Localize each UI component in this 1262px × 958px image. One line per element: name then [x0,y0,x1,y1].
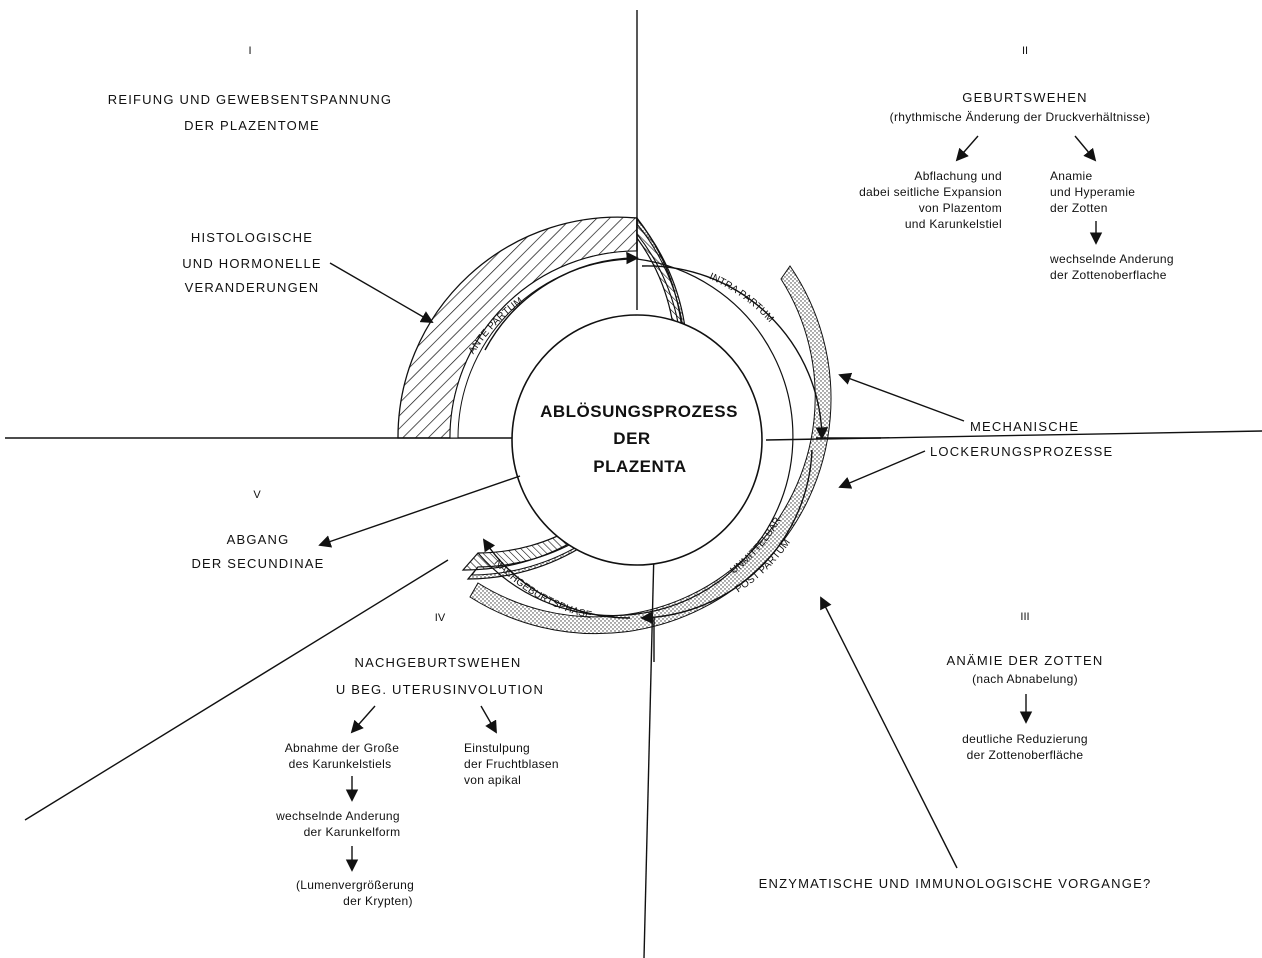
roman-ii: II [1022,45,1028,57]
q3-title-line1: ANÄMIE DER ZOTTEN [947,653,1104,668]
q2-arrow-right [1074,135,1097,162]
ring-band-dots-right [469,265,832,635]
track-arrow-nachgeburt [482,538,631,619]
q4-title-line1: NACHGEBURTSWEHEN [354,655,521,670]
q5-title-line2: DER SECUNDINAE [191,556,324,571]
mech-arrow-upper [838,372,965,422]
q2-right-line4: wechselnde Anderung [1049,252,1174,266]
q2-subtitle: (rhythmische Änderung der Druckverhältni… [890,110,1151,124]
quadrant-v: V ABGANG DER SECUNDINAE [191,475,521,571]
mech-line2: LOCKERUNGSPROZESSE [930,444,1113,459]
mech-arrow-lower [838,450,926,489]
q2-left-line1: Abflachung und [914,169,1002,183]
q4-left-line5: (Lumenvergrößerung [296,878,414,892]
q3-title-line2: (nach Abnabelung) [972,672,1078,686]
q4-arrow-right [480,705,497,734]
track-arrow-post [640,449,813,624]
q4-left-line3: wechselnde Anderung [275,809,400,823]
center-title-line1: ABLÖSUNGSPROZESS [540,402,738,421]
q4-left-line6: der Krypten) [343,894,413,908]
quadrant-iii: III ANÄMIE DER ZOTTEN (nach Abnabelung) … [759,596,1152,891]
q4-left-line2: des Karunkelstiels [289,757,392,771]
roman-iii: III [1020,611,1029,623]
q4-right-line2: der Fruchtblasen [464,757,559,771]
q3-enzymatic-arrow [820,596,958,869]
q2-left-line2: dabei seitliche Expansion [859,185,1002,199]
q2-right-line2: und Hyperamie [1050,185,1135,199]
q1-title-line2: DER PLAZENTOME [184,118,320,133]
track-arrows [482,251,829,624]
roman-iv: IV [435,612,446,624]
q2-arrow-left [955,135,979,162]
q1-arrow-to-ring [329,262,434,323]
roman-i: I [248,45,251,57]
q4-right-line3: von apikal [464,773,521,787]
mech-line1: MECHANISCHE [970,419,1079,434]
q3-enzymatic: ENZYMATISCHE UND IMMUNOLOGISCHE VORGANGE… [759,876,1152,891]
quadrant-i: I REIFUNG UND GEWEBSENTSPANNUNG DER PLAZ… [108,45,434,323]
q1-hist-line2: UND HORMONELLE [182,256,322,271]
q1-title-line1: REIFUNG UND GEWEBSENTSPANNUNG [108,92,392,107]
mechanical-label: MECHANISCHE LOCKERUNGSPROZESSE [838,372,1113,489]
q2-right-line3: der Zotten [1050,201,1108,215]
q5-title-line1: ABGANG [227,532,290,547]
q3-text-line2: der Zottenoberfläche [967,748,1084,762]
q4-right-line1: Einstulpung [464,741,530,755]
q4-left-line4: der Karunkelform [304,825,401,839]
ring-inner-edge [477,258,794,617]
ring-label-intra-partum: INTRA PARTUM [708,271,776,325]
axis-diagonal-lower-left [24,559,449,821]
quadrant-iv: IV NACHGEBURTSWEHEN U BEG. UTERUSINVOLUT… [275,612,559,908]
center-disk [511,314,763,566]
q2-right-line1: Anamie [1050,169,1093,183]
q2-left-line3: von Plazentom [919,201,1002,215]
q4-left-line1: Abnahme der Große [285,741,400,755]
center-title-line3: PLAZENTA [593,457,686,476]
center-title-line2: DER [613,429,650,448]
q2-left-line4: und Karunkelstiel [905,217,1002,231]
track-arrow-intra [641,265,829,440]
q4-title-line2: U BEG. UTERUSINVOLUTION [336,682,544,697]
q1-hist-line3: VERANDERUNGEN [185,280,320,295]
q2-right-line5: der Zottenoberflache [1050,268,1167,282]
q4-arrow-left [350,705,376,734]
q5-arrow [318,475,521,548]
roman-v: V [253,489,261,501]
q1-hist-line1: HISTOLOGISCHE [191,230,313,245]
q2-title: GEBURTSWEHEN [962,90,1087,105]
q3-text-line1: deutliche Reduzierung [962,732,1088,746]
track-arrow-ante [484,251,639,351]
quadrant-ii: II GEBURTSWEHEN (rhythmische Änderung de… [859,45,1174,282]
